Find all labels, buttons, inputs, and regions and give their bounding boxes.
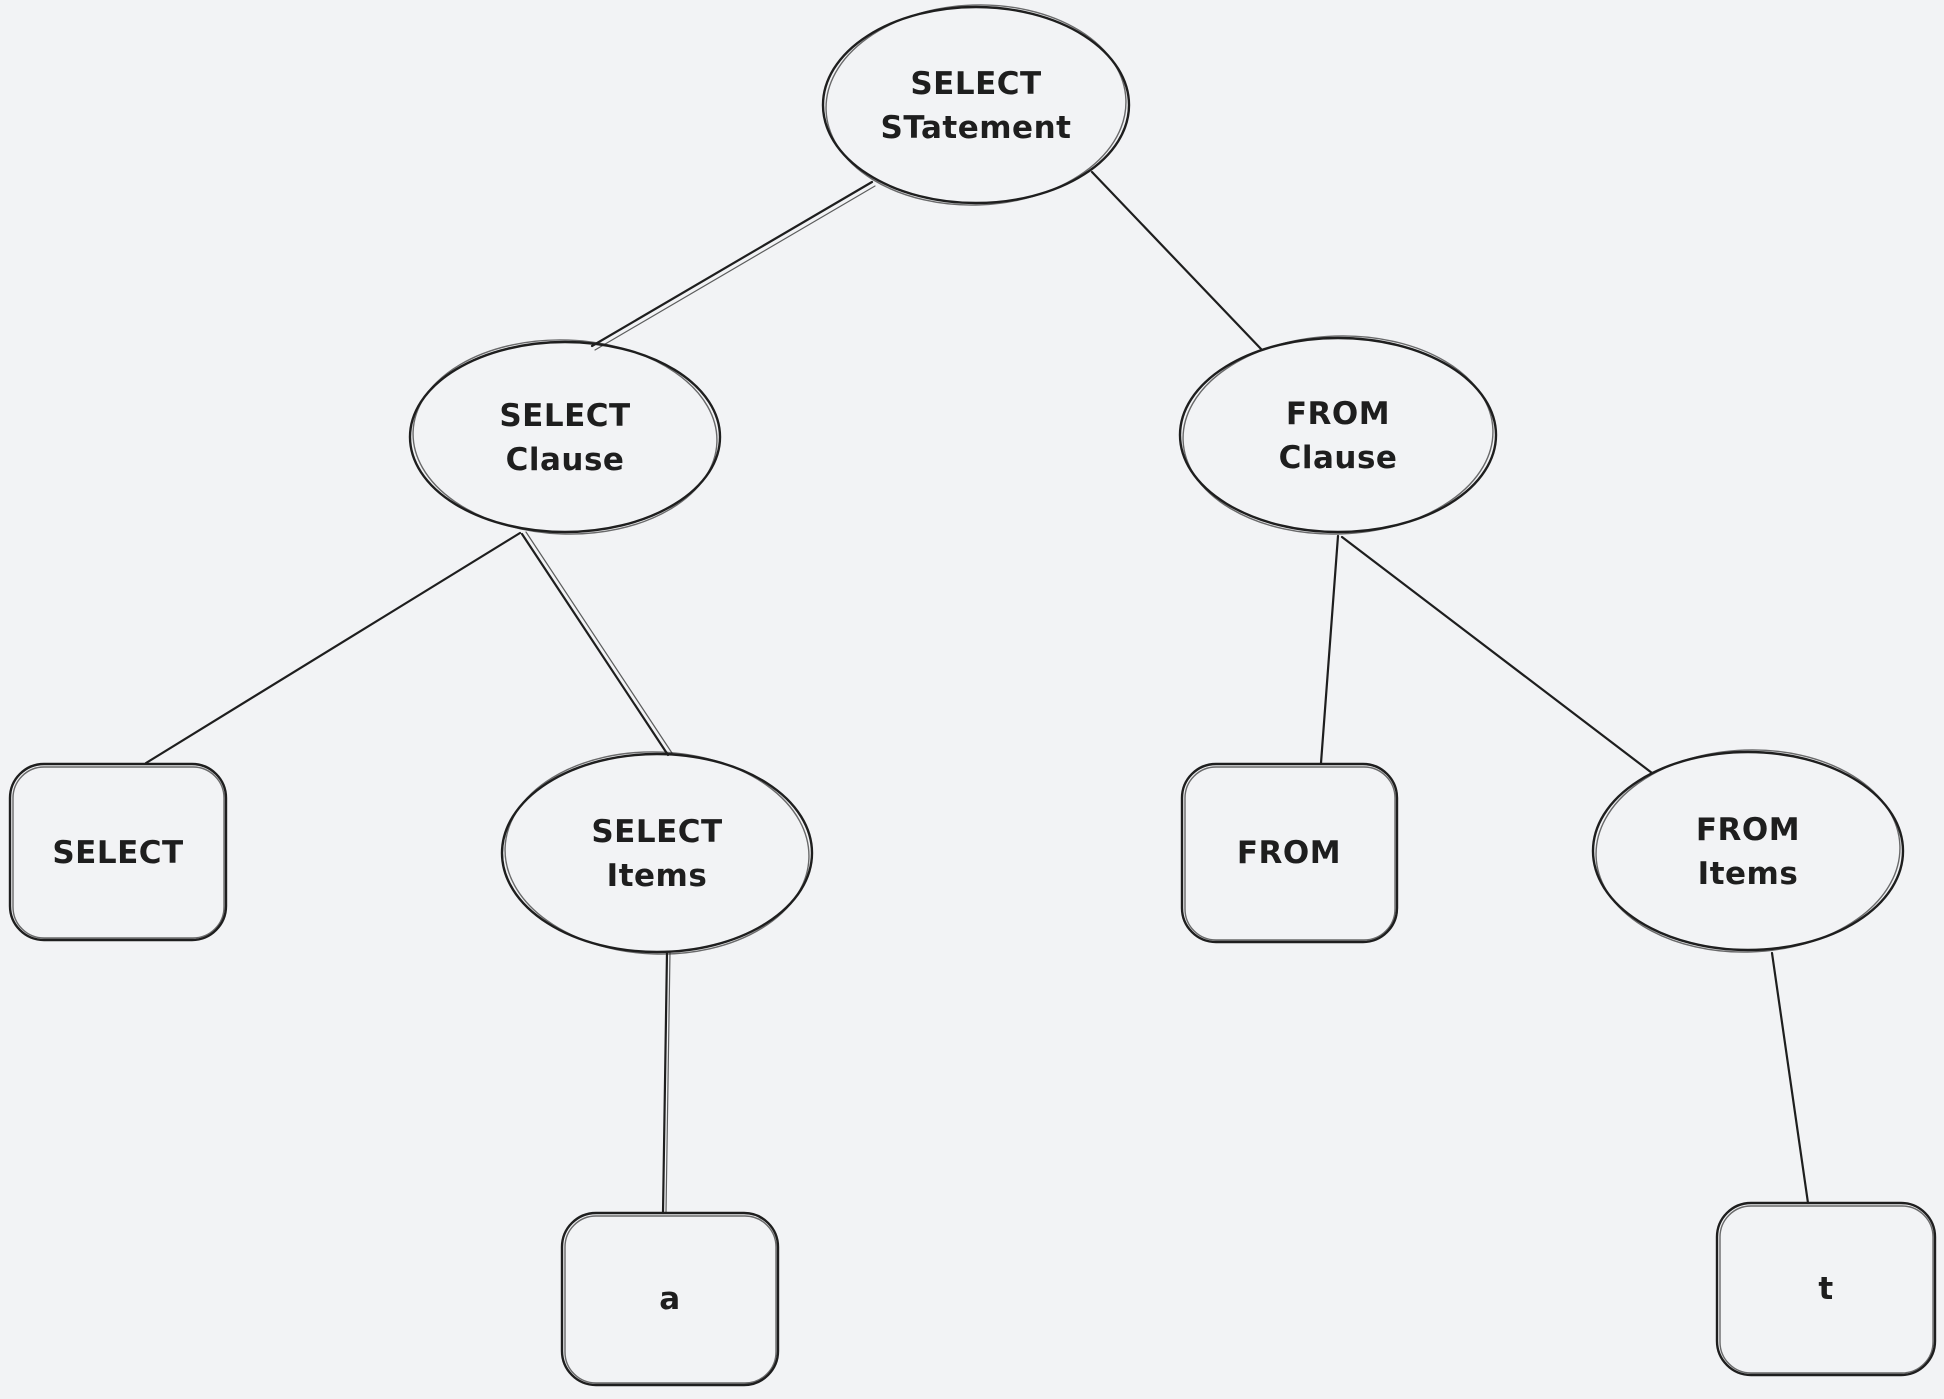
node-select-statement-label-line2: STatement bbox=[881, 110, 1072, 146]
node-select-clause-label-line1: SELECT bbox=[499, 398, 630, 434]
node-select-statement-label-line1: SELECT bbox=[910, 66, 1041, 102]
edge-select-clause-to-select-keyword[interactable] bbox=[144, 531, 522, 765]
node-from-items-label-line1: FROM bbox=[1696, 812, 1800, 848]
edge-select-items-to-item-a[interactable] bbox=[661, 950, 671, 1215]
edge-select-statement-to-select-clause[interactable] bbox=[590, 180, 876, 351]
node-from-keyword[interactable]: FROM bbox=[1180, 762, 1399, 944]
node-select-items-label-line1: SELECT bbox=[591, 814, 722, 850]
node-from-clause[interactable]: FROM Clause bbox=[1178, 331, 1498, 540]
node-select-items-label-line2: Items bbox=[607, 858, 708, 894]
edge-from-clause-to-from-keyword[interactable] bbox=[1319, 534, 1340, 765]
node-item-a-label: a bbox=[659, 1281, 680, 1317]
node-select-statement[interactable]: SELECT STatement bbox=[821, 0, 1131, 210]
edge-select-statement-to-from-clause[interactable] bbox=[1090, 170, 1264, 352]
node-from-items[interactable]: FROM Items bbox=[1591, 745, 1905, 957]
node-item-t[interactable]: t bbox=[1715, 1201, 1937, 1377]
node-from-clause-label-line1: FROM bbox=[1286, 396, 1390, 432]
node-select-items[interactable]: SELECT Items bbox=[500, 747, 814, 959]
node-select-keyword[interactable]: SELECT bbox=[8, 762, 228, 942]
node-select-clause[interactable]: SELECT Clause bbox=[408, 335, 722, 539]
node-item-t-label: t bbox=[1818, 1271, 1833, 1307]
node-select-clause-label-line2: Clause bbox=[506, 442, 625, 478]
edge-from-clause-to-from-items[interactable] bbox=[1340, 535, 1654, 775]
edge-select-clause-to-select-items[interactable] bbox=[520, 531, 673, 757]
node-item-a[interactable]: a bbox=[560, 1211, 780, 1387]
node-from-items-label-line2: Items bbox=[1698, 856, 1799, 892]
edge-from-items-to-item-t[interactable] bbox=[1770, 951, 1810, 1205]
node-from-keyword-label: FROM bbox=[1237, 835, 1341, 871]
node-select-keyword-label: SELECT bbox=[52, 835, 183, 871]
node-from-clause-label-line2: Clause bbox=[1279, 440, 1398, 476]
